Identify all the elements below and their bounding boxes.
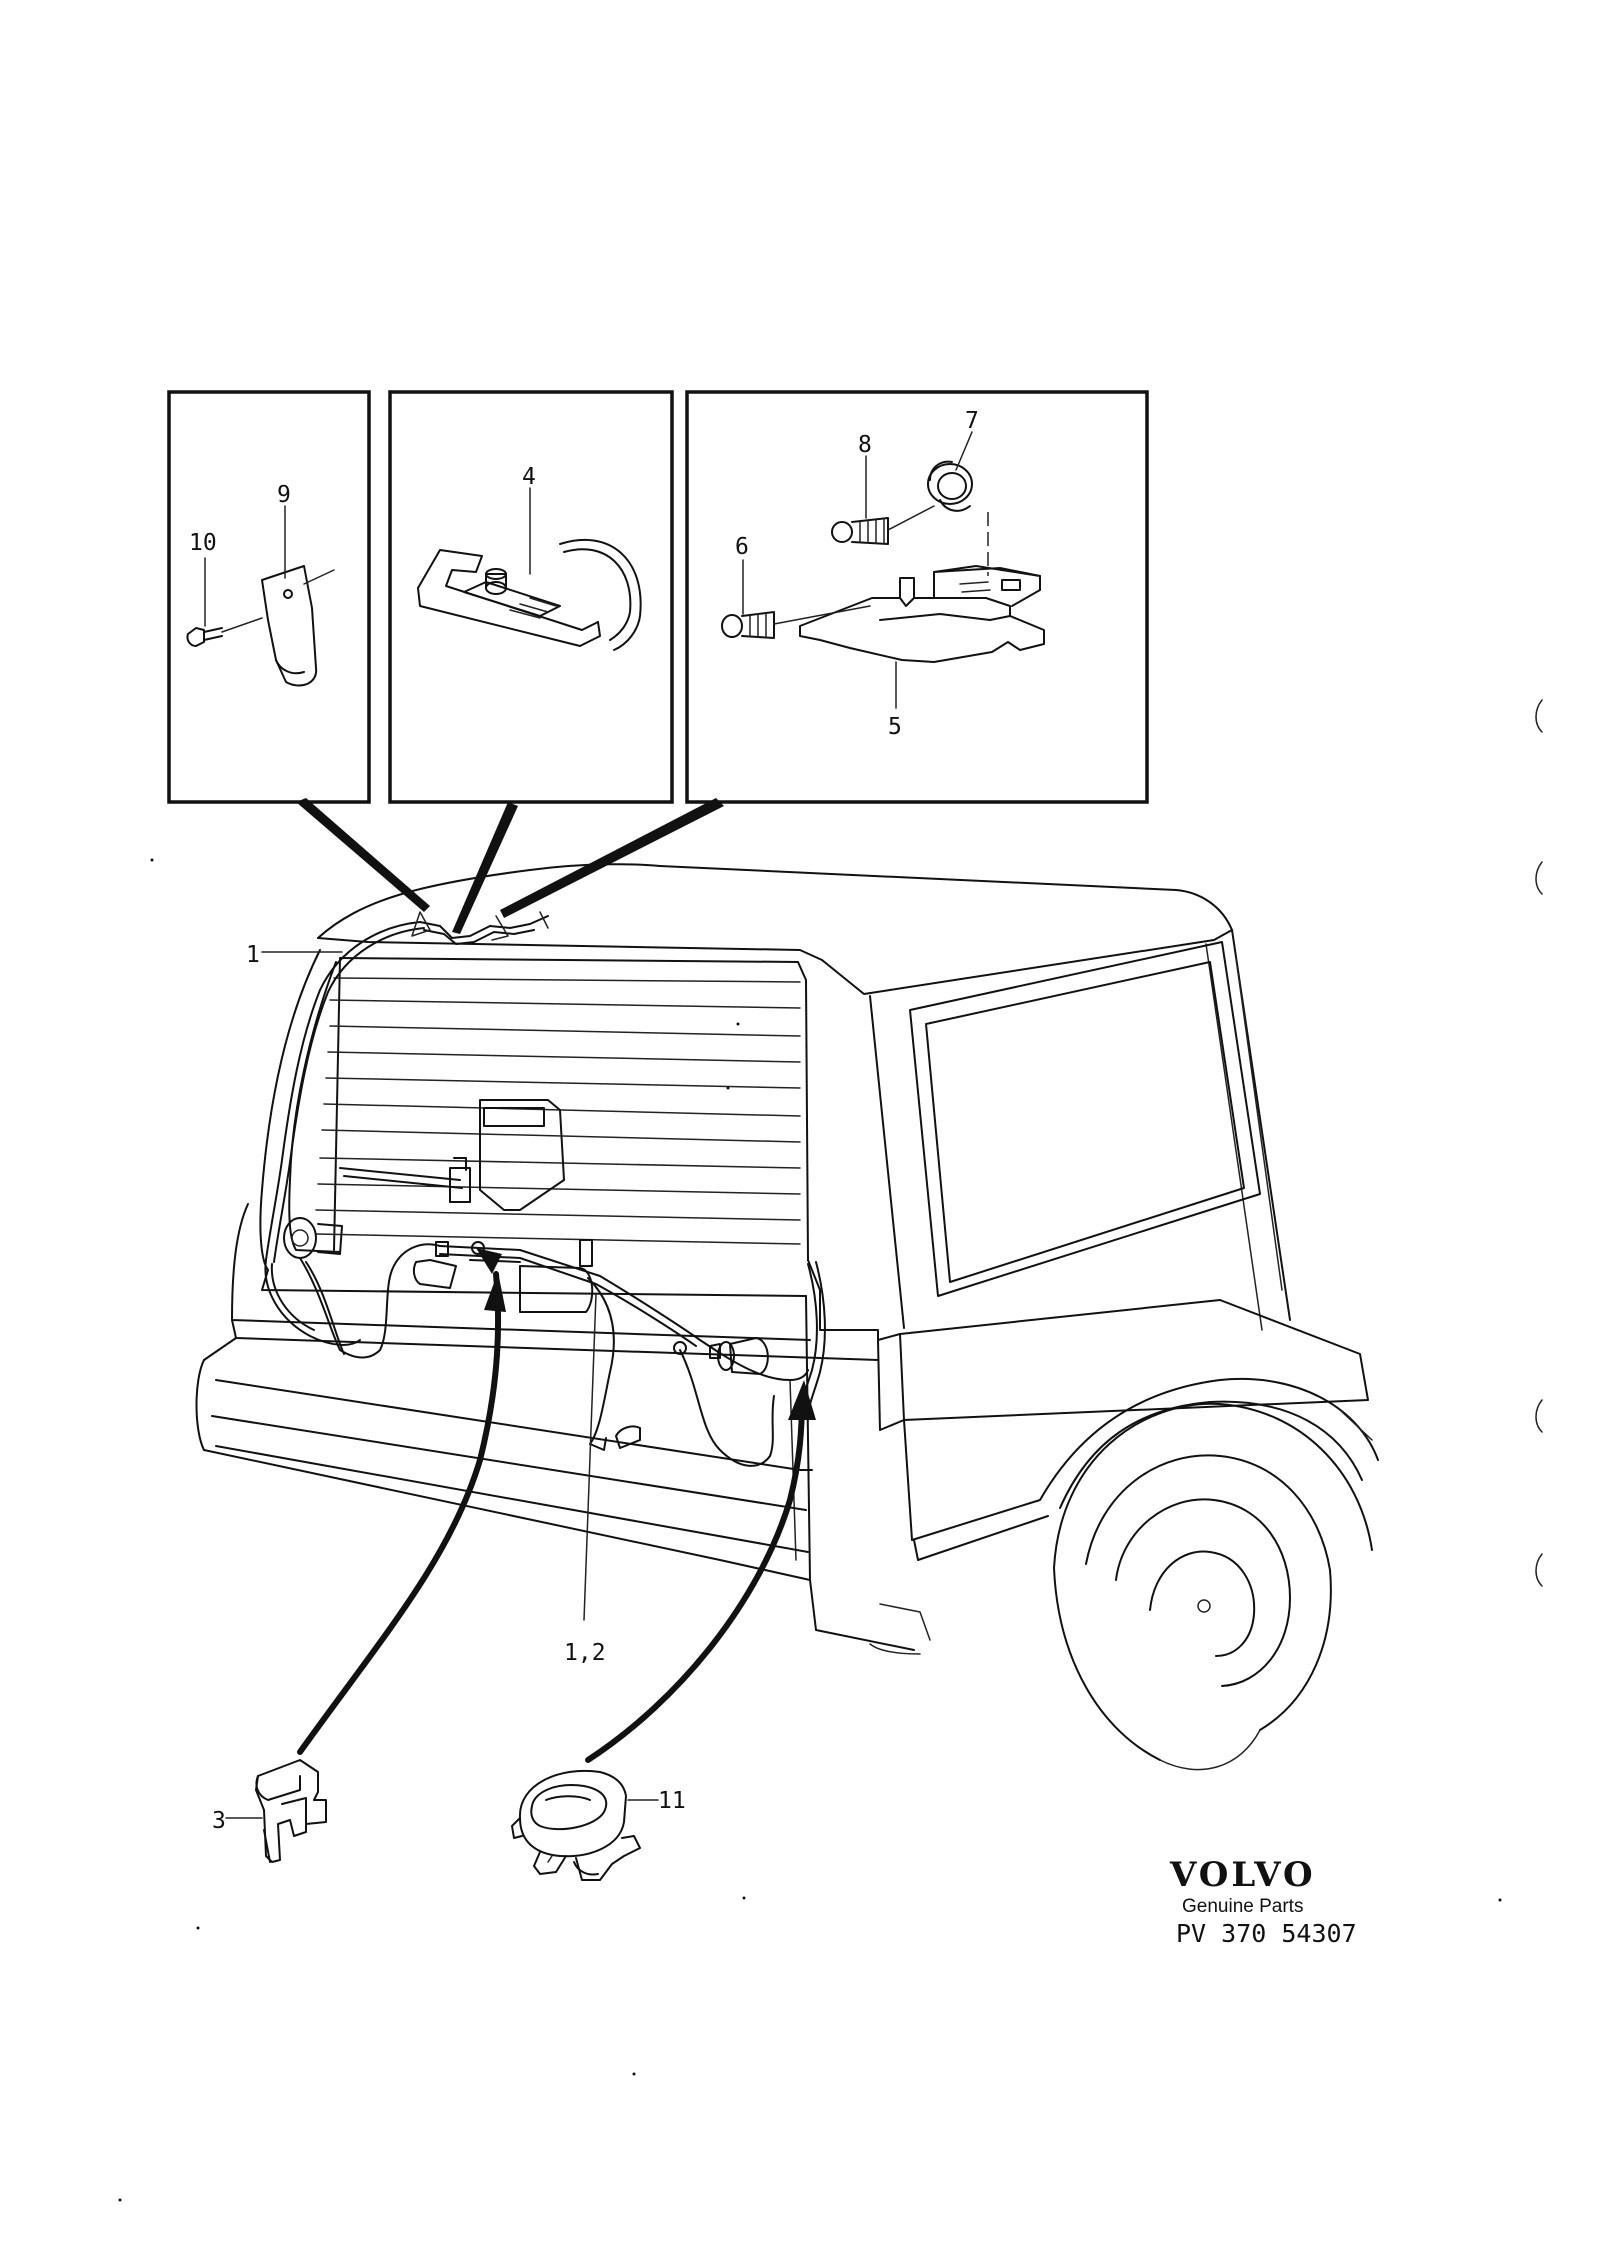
callout-3: 3	[212, 1808, 226, 1834]
rivet-icon	[186, 617, 263, 647]
callout-7: 7	[965, 408, 979, 434]
brand-tagline: Genuine Parts	[1182, 1896, 1303, 1917]
callout-1-2: 1,2	[564, 1640, 606, 1666]
detail-pointers	[296, 798, 724, 934]
drawing-code: PV 370 54307	[1176, 1919, 1357, 1948]
detail-box-bracket: 4	[388, 390, 674, 804]
callout-6: 6	[735, 534, 749, 560]
clip-pointers	[297, 1248, 816, 1763]
main-callouts: 1 1,2	[246, 942, 606, 1666]
callout-5: 5	[888, 714, 902, 740]
callout-11: 11	[658, 1788, 686, 1814]
callout-1: 1	[246, 942, 260, 968]
callout-10: 10	[189, 530, 217, 556]
screw-icon	[721, 559, 871, 639]
clip-item-11: 11	[511, 1769, 686, 1881]
callout-9: 9	[277, 482, 291, 508]
volvo-logo: VOLVO	[1169, 1855, 1316, 1895]
clip-icon	[255, 1759, 327, 1863]
callout-8: 8	[858, 432, 872, 458]
wiper-motor-icon	[339, 1099, 565, 1211]
clip-icon	[511, 1769, 641, 1881]
brand-block: VOLVO Genuine Parts PV 370 54307	[1169, 1855, 1357, 1948]
car-rear-view	[195, 863, 1379, 1771]
detail-box-holder-assembly: 7 8 6 5	[685, 390, 1149, 804]
screw-icon	[831, 455, 935, 545]
detail-box-clip-rivet: 10 9	[167, 390, 371, 804]
callout-4: 4	[522, 464, 536, 490]
bracket-icon	[417, 487, 642, 651]
wheel	[1053, 1402, 1373, 1771]
clip-icon	[261, 565, 335, 687]
scan-margin-marks	[118, 699, 1543, 2202]
clip-item-3: 3	[212, 1759, 327, 1863]
holder-plate-icon	[799, 565, 1045, 663]
wire-harness-icon	[264, 911, 826, 1467]
rear-window-defroster	[315, 977, 801, 1245]
grommet-icon	[927, 431, 973, 512]
